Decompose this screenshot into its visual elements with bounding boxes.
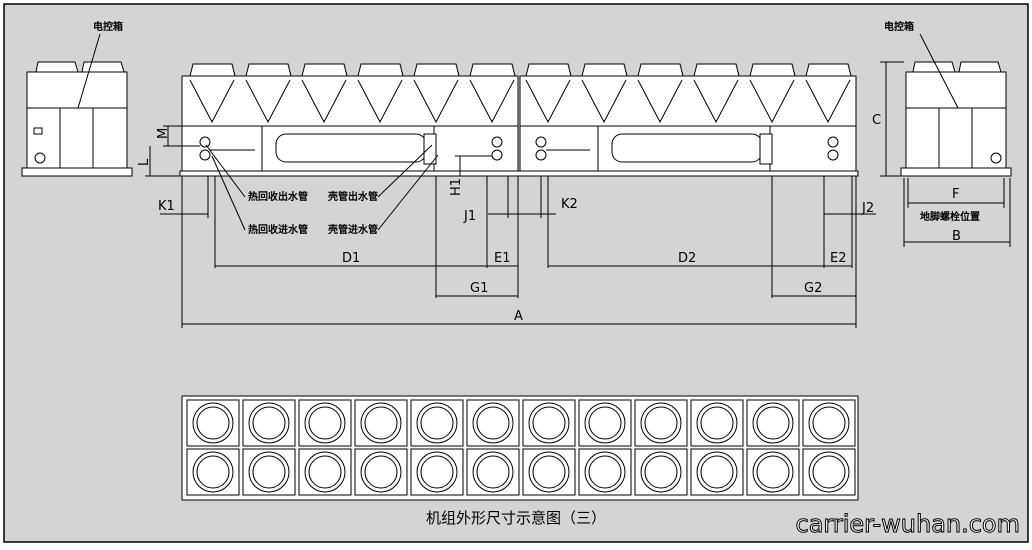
fan-blade-guard [364, 406, 398, 440]
dim-e1-label: E1 [494, 251, 511, 266]
fan-blade-guard [588, 406, 622, 440]
fan-housing [581, 63, 628, 77]
dim-j2-label: J2 [861, 201, 874, 216]
condenser-coil [357, 79, 403, 124]
fan-blade-guard [812, 455, 846, 489]
fan-blade-guard [812, 406, 846, 440]
dim-l-label: L [137, 158, 152, 166]
fan-housing [245, 63, 292, 77]
condenser-coil [581, 79, 627, 124]
control-box-label-left: 电控箱 [93, 20, 123, 33]
dim-k1-label: K1 [158, 199, 175, 214]
fan-housing [637, 63, 684, 77]
fan-blade-guard [420, 455, 454, 489]
condenser-coil [413, 79, 459, 124]
shell-outlet-label: 壳管出水管 [327, 190, 378, 203]
front-elevation [145, 63, 876, 328]
fan-housing [469, 63, 516, 77]
diagram-caption: 机组外形尺寸示意图（三） [426, 509, 606, 527]
condenser-coil [749, 79, 795, 124]
control-box-label-right: 电控箱 [884, 20, 914, 33]
dim-f-label: F [952, 187, 959, 202]
dim-a-label: A [514, 309, 523, 324]
fan-blade-guard [532, 406, 566, 440]
fan-blade-guard [476, 406, 510, 440]
fan-housing [749, 63, 796, 77]
fan-blade-guard [532, 455, 566, 489]
fan-housing [525, 63, 572, 77]
fan-housing [357, 63, 404, 77]
fan-blade-guard [700, 455, 734, 489]
foot-bolt-position-label: 地脚螺栓位置 [920, 210, 980, 223]
fan-housing [189, 63, 236, 77]
fan-housing [301, 63, 348, 77]
condenser-coil [189, 79, 235, 124]
fan-blade-guard [644, 455, 678, 489]
heat-recovery-outlet-label: 热回收出水管 [248, 190, 308, 203]
fan-blade-guard [700, 406, 734, 440]
left-side-view [21, 33, 133, 177]
dim-k2-label: K2 [561, 197, 578, 212]
fan-blade-guard [644, 406, 678, 440]
fan-blade-guard [420, 406, 454, 440]
fan-blade-guard [756, 455, 790, 489]
fan-blade-guard [308, 406, 342, 440]
fan-blade-guard [476, 455, 510, 489]
dim-d1-label: D1 [342, 251, 360, 266]
dim-e2-label: E2 [830, 251, 847, 266]
dim-h1-label: H1 [449, 178, 464, 196]
condenser-coil [805, 79, 851, 124]
fan-blade-guard [252, 455, 286, 489]
dim-d2-label: D2 [678, 251, 696, 266]
dim-g1-label: G1 [470, 281, 488, 296]
fan-blade-guard [308, 455, 342, 489]
dim-j1-label: J1 [463, 209, 476, 224]
condenser-coil [245, 79, 291, 124]
fan-blade-guard [196, 455, 230, 489]
shell-inlet-label: 壳管进水管 [327, 223, 378, 236]
watermark: carrier-wuhan.com [796, 510, 1021, 538]
fan-blade-guard [756, 406, 790, 440]
right-side-view [880, 33, 1012, 247]
fan-housing [693, 63, 740, 77]
condenser-coil [637, 79, 683, 124]
dim-g2-label: G2 [804, 281, 822, 296]
condenser-coil [469, 79, 515, 124]
fan-blade-guard [196, 406, 230, 440]
fan-blade-guard [252, 406, 286, 440]
fan-blade-guard [588, 455, 622, 489]
condenser-coil [525, 79, 571, 124]
fan-blade-guard [364, 455, 398, 489]
condenser-coil [693, 79, 739, 124]
top-plan-view [181, 395, 859, 501]
heat-recovery-inlet-label: 热回收进水管 [248, 223, 308, 236]
dim-c-label: C [872, 113, 881, 128]
dim-b-label: B [952, 229, 961, 244]
fan-housing [805, 63, 852, 77]
dim-m-label: M [156, 128, 171, 139]
condenser-coil [301, 79, 347, 124]
fan-housing [413, 63, 460, 77]
